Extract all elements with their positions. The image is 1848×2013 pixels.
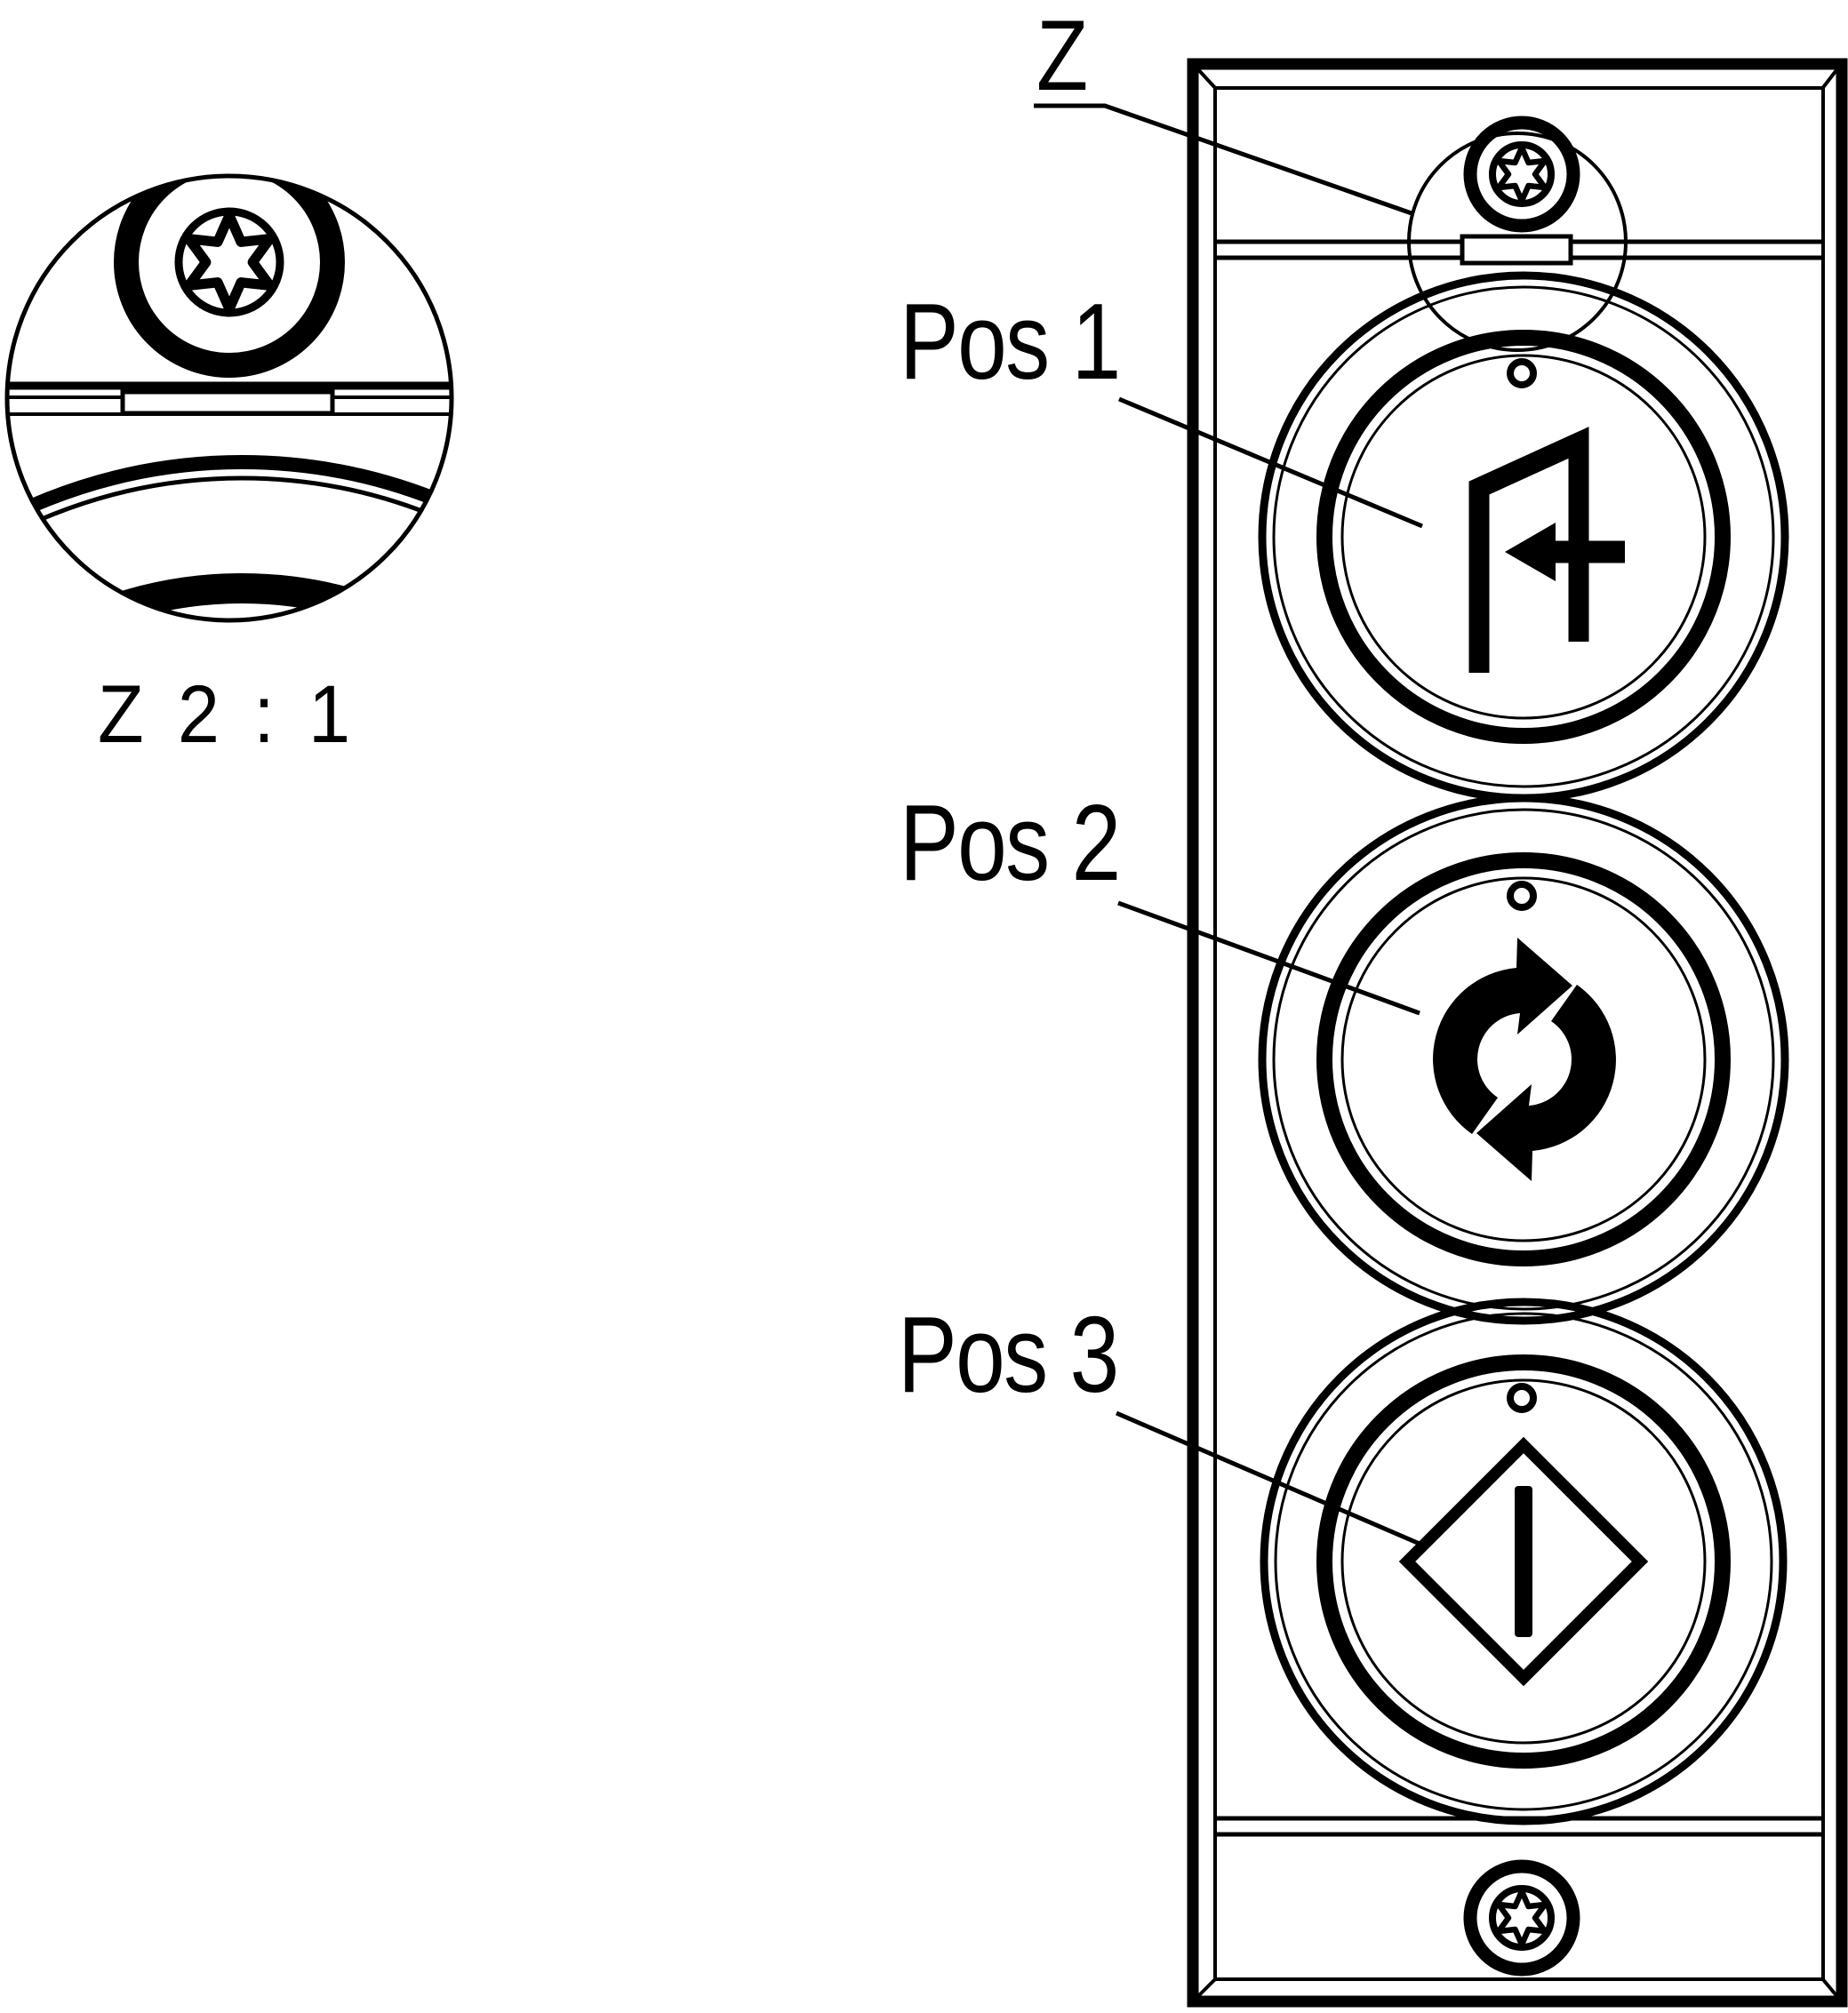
detail-view-z: Z 2 : 1 [4,173,454,760]
torx-screw-bottom-icon [1463,1859,1580,1977]
indicator-led [1507,881,1537,911]
leader-line-pos-2 [1117,900,1420,1016]
label-pos-3: Pos 3 [898,1294,1118,1416]
button-face [1340,876,1707,1242]
rotate-arrows-icon [1433,938,1616,1181]
label-detail-z: Z [1036,1,1088,112]
button-pos-1[interactable] [1258,271,1789,803]
indicator-led [1507,358,1537,388]
button-bezel [1316,330,1731,744]
annotations: Z Pos 1 Pos 2 Pos 3 [898,1,1423,1546]
panel-outline [1187,58,1848,2008]
door-open-arrow-icon [1468,427,1625,673]
leader-line-pos-3 [1116,1410,1420,1546]
start-diamond-icon [1398,1436,1649,1687]
button-pos-2[interactable] [1258,794,1789,1325]
torx-screw-top-icon [1463,116,1580,233]
button-pos-3[interactable] [1260,1298,1788,1825]
button-bezel [1316,1354,1731,1769]
detail-view-caption: Z 2 : 1 [98,668,356,760]
indicator-led [1507,1383,1537,1413]
torx-screw-icon [114,176,345,378]
chamfer-bottom-right [1820,1976,1841,2001]
label-pos-1: Pos 1 [900,281,1120,403]
button-face [1340,1378,1707,1745]
detail-zone-circle [1407,132,1628,352]
leader-line-detail-z [1034,103,1412,216]
button-ring-arcs-detail [7,455,452,620]
label-pos-2: Pos 2 [900,782,1120,904]
chamfer-bottom-left [1194,1976,1219,2001]
housing-split-line-top [1215,234,1823,266]
chamfer-top-right [1820,65,1841,92]
detail-view-boundary [4,173,454,623]
panel-faceplate [1187,58,1848,2008]
button-bezel [1316,852,1731,1266]
leader-line-pos-1 [1118,396,1423,529]
chamfer-top-left [1194,65,1219,92]
button-face [1340,354,1707,720]
panel-inner-edge [1213,86,1825,1981]
housing-split-line-detail [7,381,452,416]
